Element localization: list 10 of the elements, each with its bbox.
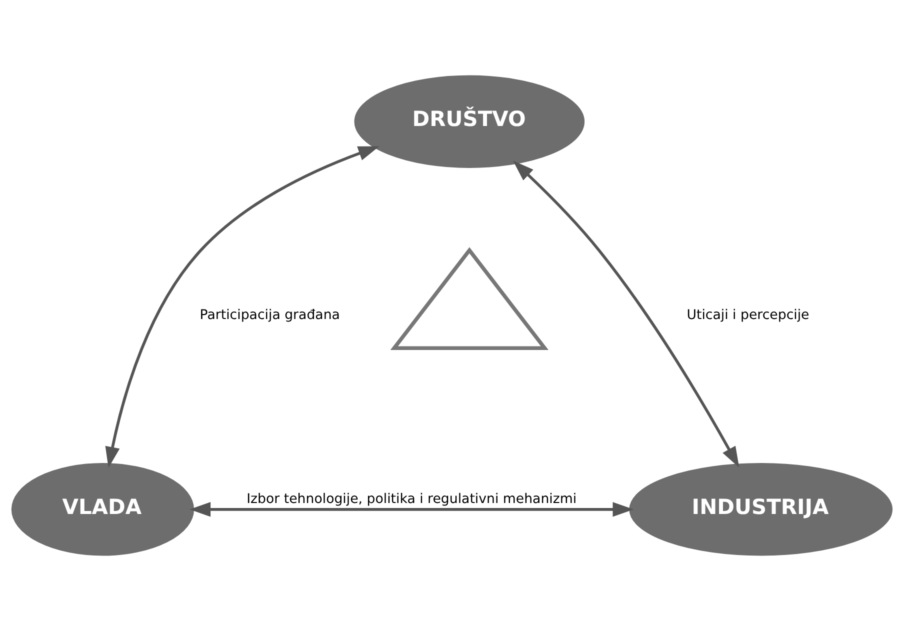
edge-label: Uticaji i percepcije — [686, 308, 810, 323]
arrow — [190, 502, 634, 516]
arrow — [512, 160, 740, 468]
node-ellipse: INDUSTRIJA — [629, 462, 893, 556]
arrow — [105, 146, 380, 468]
edge-label: Izbor tehnologije, politika i regulativni mehanizmi — [246, 491, 577, 506]
node-ellipse: DRUŠTVO — [354, 74, 585, 168]
edge-label: Participacija građana — [200, 308, 340, 323]
node-triangle — [390, 246, 549, 350]
node-ellipse: VLADA — [11, 462, 194, 556]
